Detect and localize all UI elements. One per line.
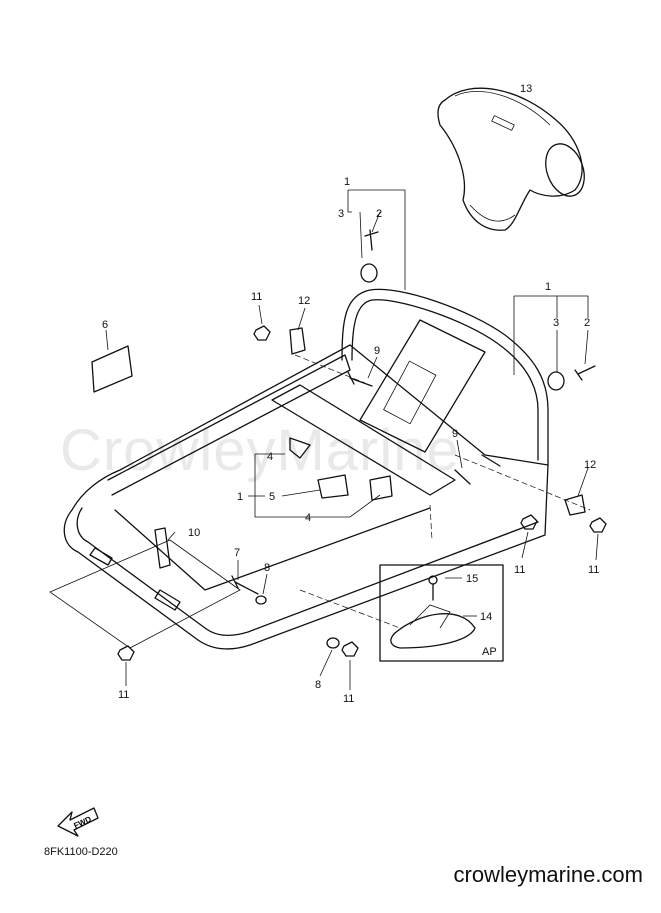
site-watermark[interactable]: crowleymarine.com [453,862,644,887]
skid-part-14[interactable] [390,604,476,649]
inset-box-ap [379,564,504,662]
callout-8-upper: 8 [264,562,270,574]
callout-8-lower: 8 [315,679,321,691]
nut-part-11c[interactable] [589,517,607,533]
clip-part-12a[interactable] [289,327,306,355]
inset-label-ap: AP [482,646,497,658]
callout-1-center: 1 [237,491,243,503]
callout-3-top: 3 [338,208,344,220]
callout-11-right-b: 11 [588,564,599,576]
holder-part-4a[interactable] [289,437,311,459]
washer-part-8a[interactable] [255,595,267,605]
leader-lines [105,189,599,690]
callout-6: 6 [102,319,108,331]
handle-pad-part-13[interactable] [437,87,591,231]
callout-9-right: 9 [452,428,458,440]
callout-4-lower: 4 [305,512,311,524]
callout-1-right: 1 [545,281,551,293]
grommet-part-3a[interactable] [360,263,378,283]
bolt-part-9a[interactable] [347,371,373,387]
callout-5: 5 [269,491,275,503]
main-frame-part-1[interactable] [49,288,591,650]
fwd-arrow-icon: FWD [57,807,99,837]
clip-part-12b[interactable] [564,494,586,516]
holder-part-5[interactable] [317,474,349,499]
callout-3-right: 3 [553,317,559,329]
grommet-part-3b[interactable] [547,371,565,391]
nut-part-11e[interactable] [341,641,359,657]
callout-9-upper: 9 [374,345,380,357]
bracket-part-10[interactable] [154,527,171,569]
nut-part-11d[interactable] [117,645,135,661]
bolt-part-9b[interactable] [454,454,501,485]
bolt-part-7[interactable] [231,575,259,595]
callout-2-top: 2 [376,208,382,220]
diagram-code: 8FK1100-D220 [44,846,118,858]
screw-part-15[interactable] [428,575,438,601]
rivet-part-2a[interactable] [364,229,379,251]
nut-part-11b[interactable] [520,514,538,530]
callout-4-upper: 4 [267,451,273,463]
callout-11-topleft: 11 [251,291,262,303]
holder-part-4b[interactable] [369,475,393,501]
callout-1-top: 1 [344,176,350,188]
callout-13: 13 [520,83,532,95]
callout-12-right: 12 [584,459,596,471]
callout-2-right: 2 [584,317,590,329]
callout-14: 14 [480,611,492,623]
callout-10: 10 [188,527,200,539]
callout-11-bottom-left: 11 [118,689,129,701]
callout-7: 7 [234,547,240,559]
washer-part-8b[interactable] [326,637,340,649]
rivet-part-2b[interactable] [574,365,596,381]
callout-15: 15 [466,573,478,585]
callout-11-bottom-center: 11 [343,693,354,705]
nut-part-11a[interactable] [253,325,271,341]
callout-12-left: 12 [298,295,310,307]
caution-label-part-6[interactable] [91,345,133,393]
callout-11-right-a: 11 [514,564,525,576]
